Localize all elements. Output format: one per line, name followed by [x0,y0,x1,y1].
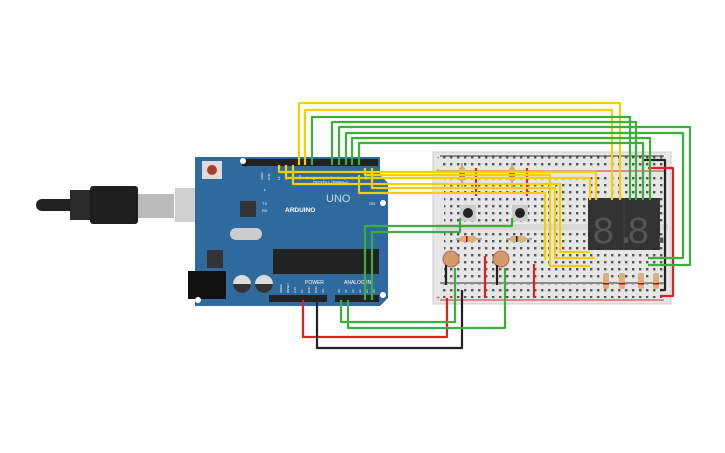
pin-label: IOREF [279,284,283,293]
rail-plus-label-bottom: + [436,295,440,302]
digit-1: 8. [592,212,638,255]
wire-yellow[interactable] [370,168,595,260]
rail-minus-label: - [437,155,440,162]
pin-label: A5 [372,289,376,293]
pin-label: A4 [365,289,369,293]
digital-label: DIGITAL (PWM~) [313,180,348,185]
wire-yellow[interactable] [291,165,590,254]
wire-red[interactable] [648,166,675,298]
pin-label: 13 [277,176,281,180]
arduino-brand: ARDUINO [285,207,315,214]
wire-green[interactable] [344,131,685,260]
wire-green[interactable] [346,268,507,330]
power-header[interactable] [269,295,327,302]
bottom-power-rail[interactable] [440,284,664,298]
wire-green[interactable] [363,218,514,300]
photoresistor-1[interactable] [442,250,460,268]
pin-label: A3 [358,289,362,293]
wire-black[interactable] [643,158,667,292]
wire-yellow[interactable] [284,165,592,200]
wire-yellow[interactable] [297,101,622,200]
led-rx-label: RX [262,208,268,213]
resistor-3[interactable] [456,236,482,242]
wire-green[interactable] [337,125,692,267]
pin-label: RESET [286,283,290,293]
pin-label: 5V [300,289,304,293]
wire-yellow[interactable] [363,168,590,268]
resistor-6[interactable] [619,273,625,289]
pin-label: GND [314,286,318,294]
resistor-4[interactable] [506,236,532,242]
power-label: POWER [305,280,324,286]
analog-header[interactable] [335,295,379,302]
wire-red[interactable] [301,298,449,339]
pin-label: A2 [351,289,355,293]
led-l-label: L [264,187,267,192]
wire-yellow[interactable] [277,165,598,200]
pin-label: 3.3V [293,287,297,293]
wire-green[interactable] [310,115,632,200]
wire-green[interactable] [330,120,638,200]
pin-label: Vin [321,288,325,293]
resistor-5[interactable] [603,273,609,289]
atmega-chip [273,249,379,274]
arduino-model: UNO [326,193,351,205]
arduino-uno[interactable]: ARDUINO UNO DIGITAL (PWM~) POWER ANALOG … [188,157,388,306]
digital-header[interactable] [242,159,378,166]
top-power-rail[interactable] [440,156,664,168]
power-jack[interactable] [188,271,226,299]
wire-green[interactable] [357,141,645,200]
resistor-8[interactable] [653,273,659,289]
pin-label: GND [307,286,311,294]
wire-yellow[interactable] [357,175,547,260]
wire-black[interactable] [315,290,464,350]
pushbutton-2[interactable] [512,205,528,221]
resistor-7[interactable] [638,273,644,289]
photoresistor-2[interactable] [492,250,510,268]
wire-green[interactable] [339,268,457,324]
pin-label: TX 1 [364,173,368,180]
pin-label: GND [267,173,271,181]
led-on-label: ON [369,201,375,206]
usb-cable[interactable] [36,186,197,224]
pin-label: A1 [344,289,348,293]
wire-yellow[interactable] [303,108,614,200]
pin-label: AREF [260,172,264,180]
pin-label: A0 [337,289,341,293]
seven-segment-display[interactable]: 8. 8. [588,198,673,255]
wire-green[interactable] [350,136,652,200]
analog-label: ANALOG IN [344,280,372,286]
led-tx-label: TX [262,201,267,206]
pushbutton-1[interactable] [460,205,476,221]
